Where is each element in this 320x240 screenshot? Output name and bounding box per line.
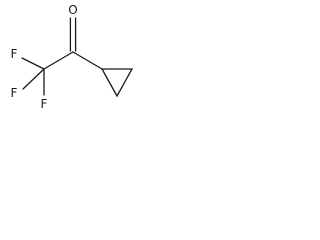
cf3-to-f-top-bond	[21, 57, 45, 70]
cyclopropane-ring	[100, 68, 134, 98]
oxygen-atom-label: O	[68, 3, 77, 17]
fluorine-left-label: F	[11, 86, 18, 100]
fluorine-bottom-label: F	[41, 97, 48, 111]
cf3-to-f-left-bond	[22, 68, 45, 90]
carbonyl-to-cyclopropyl-bond	[72, 51, 103, 70]
fluorine-top-label: F	[11, 47, 18, 61]
molecule-structure: O F F F	[11, 3, 134, 111]
carbonyl-to-cf3-bond	[43, 51, 74, 70]
